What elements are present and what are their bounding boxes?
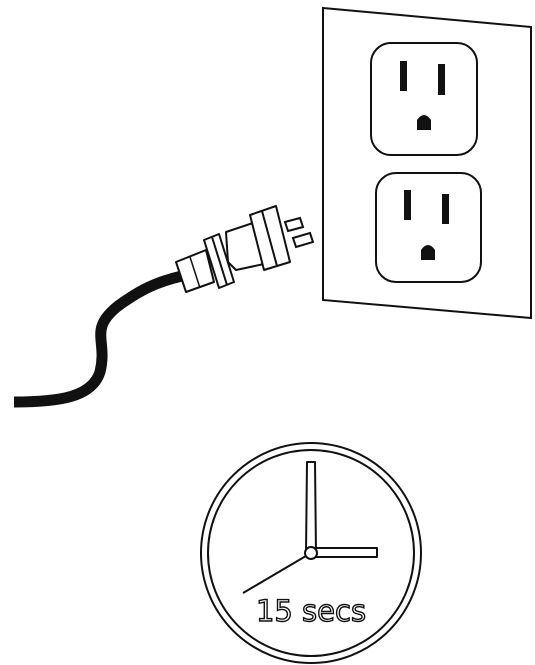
wall-outlet-icon [323,8,531,318]
bottom-receptacle-slot-left [404,190,411,220]
plug-prongs [285,218,313,247]
cord [14,276,182,402]
plug-prong-bottom [293,233,313,247]
power-plug-icon [176,206,313,292]
top-receptacle-slot-right [438,64,445,95]
bottom-receptacle-frame [376,173,481,282]
clock-hand-hour [306,462,316,553]
clock-pivot [305,547,317,559]
clock-icon: 15 secs [201,443,421,663]
bottom-receptacle [376,173,481,282]
plug-prong-top [285,218,303,231]
bottom-receptacle-slot-right [442,194,449,224]
top-receptacle-slot-left [400,61,407,91]
top-receptacle [371,43,477,155]
timer-label: 15 secs [256,594,366,628]
clock-hand-minute [311,548,377,557]
power-cord-icon [14,276,182,402]
top-receptacle-frame [371,43,477,155]
